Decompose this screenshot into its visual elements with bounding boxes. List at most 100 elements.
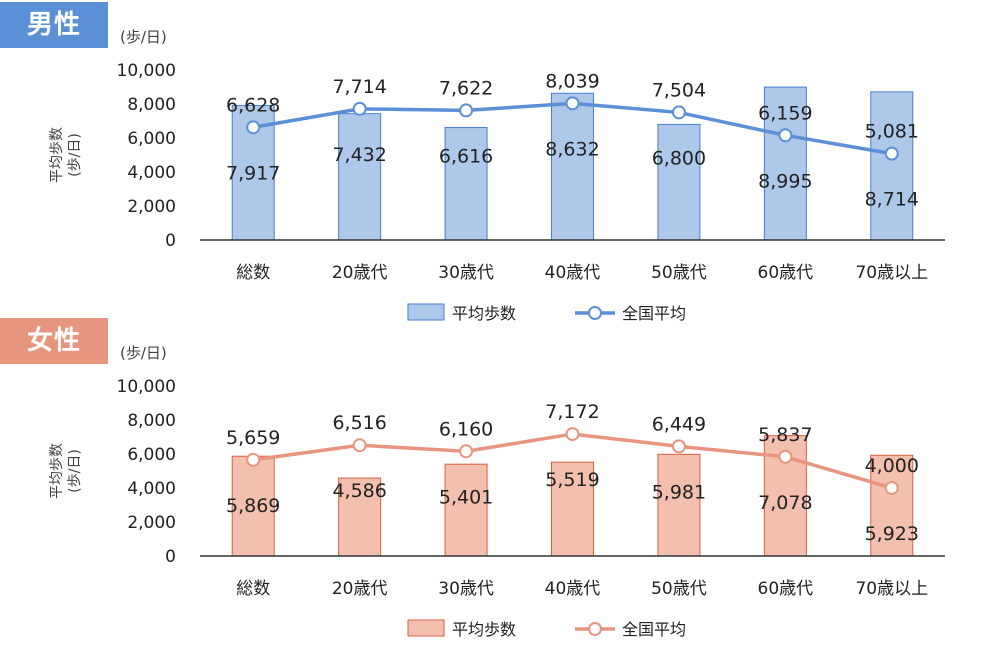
bar <box>338 113 382 241</box>
average-value-label: 5,837 <box>758 424 812 446</box>
average-point <box>778 128 793 143</box>
bar <box>870 91 914 241</box>
y-tick-label: 6,000 <box>127 445 176 465</box>
average-value-label: 6,516 <box>332 412 386 434</box>
female-chart: 02,0004,0006,0008,00010,000平均歩数(歩/日)5,65… <box>49 377 945 639</box>
bar-value-label: 5,519 <box>545 469 599 491</box>
y-axis-title-line1: 平均歩数 <box>49 127 65 183</box>
average-value-label: 7,622 <box>439 77 493 99</box>
bar-value-label: 8,632 <box>545 138 599 160</box>
category-label: 60歳代 <box>758 579 814 599</box>
average-value-label: 4,000 <box>865 455 919 477</box>
average-value-label: 6,449 <box>652 413 706 435</box>
bar <box>657 453 701 557</box>
female-chart-block: 女性 (歩/日) 0 2,000 4,000 6,000 8,000 10,000 平均歩数… <box>0 316 985 642</box>
bar <box>231 455 275 557</box>
average-value-label: 7,504 <box>652 79 706 101</box>
bar <box>763 86 807 241</box>
y-axis-title-line2: (歩/日) <box>67 133 83 177</box>
category-label: 40歳代 <box>545 579 601 599</box>
bar-value-label: 8,714 <box>865 189 919 211</box>
category-label: 総数 <box>236 579 270 599</box>
average-point <box>671 439 686 454</box>
legend-line-label: 全国平均 <box>622 620 686 639</box>
y-tick-label: 4,000 <box>127 163 176 183</box>
average-value-label: 7,172 <box>545 401 599 423</box>
y-tick-label: 0 <box>165 547 176 567</box>
y-tick-label: 4,000 <box>127 479 176 499</box>
bar <box>444 127 488 241</box>
y-tick-label: 6,000 <box>127 129 176 149</box>
category-label: 40歳代 <box>545 263 601 283</box>
category-label: 20歳代 <box>332 263 388 283</box>
category-label: 20歳代 <box>332 579 388 599</box>
category-label: 50歳代 <box>651 579 707 599</box>
bar <box>444 463 488 557</box>
average-point <box>671 105 686 120</box>
average-value-label: 5,081 <box>865 121 919 143</box>
bar-value-label: 6,616 <box>439 145 493 167</box>
average-point <box>884 146 899 161</box>
bar-value-label: 5,869 <box>226 495 280 517</box>
category-label: 70歳以上 <box>855 263 928 283</box>
y-tick-label: 10,000 <box>117 61 176 81</box>
legend-bar-swatch <box>407 619 445 637</box>
y-tick-label: 10,000 <box>117 377 176 397</box>
legend-line-label: 全国平均 <box>622 304 686 323</box>
legend-line-marker <box>588 306 602 320</box>
y-tick-label: 2,000 <box>127 197 176 217</box>
category-label: 70歳以上 <box>855 579 928 599</box>
male-chart-block: 男性 (歩/日) 0 2,000 4,000 6,000 8,000 10,000 平均歩数… <box>0 2 945 323</box>
average-point <box>246 452 261 467</box>
bar-value-label: 7,432 <box>332 144 386 166</box>
average-point <box>459 103 474 118</box>
average-point <box>565 96 580 111</box>
category-label: 50歳代 <box>651 263 707 283</box>
y-axis-title: 平均歩数(歩/日) <box>49 443 83 499</box>
male-title-badge: 男性 <box>0 2 108 48</box>
category-label: 総数 <box>236 263 270 283</box>
female-title-badge: 女性 <box>0 318 108 364</box>
bar <box>551 92 594 241</box>
bar-value-label: 7,078 <box>758 492 812 514</box>
category-label: 30歳代 <box>438 579 494 599</box>
bar-value-label: 5,401 <box>439 486 493 508</box>
bar-value-label: 8,995 <box>758 170 812 192</box>
female-unit-label: (歩/日) <box>120 344 167 362</box>
average-point <box>352 101 367 116</box>
average-value-label: 6,160 <box>439 418 493 440</box>
bar-value-label: 6,800 <box>652 147 706 169</box>
y-axis-title-line2: (歩/日) <box>67 449 83 493</box>
bar <box>657 123 701 241</box>
legend-line-marker <box>588 622 602 636</box>
average-value-label: 8,039 <box>545 70 599 92</box>
average-point <box>778 449 793 464</box>
y-tick-label: 8,000 <box>127 95 176 115</box>
male-chart: 0 2,000 4,000 6,000 8,000 10,000 平均歩数(歩/日) 6,62… <box>49 61 945 323</box>
average-value-label: 7,714 <box>332 76 386 98</box>
average-value-label: 6,628 <box>226 94 280 116</box>
y-tick-label: 2,000 <box>127 513 176 533</box>
average-point <box>884 481 899 495</box>
bar <box>870 454 914 557</box>
y-tick-label: 0 <box>165 231 176 251</box>
average-point <box>565 427 580 442</box>
category-label: 30歳代 <box>438 263 494 283</box>
bar-value-label: 4,586 <box>332 480 386 502</box>
bar <box>551 461 594 557</box>
male-unit-label: (歩/日) <box>120 28 167 46</box>
bar-value-label: 5,981 <box>652 481 706 503</box>
y-axis-title: 平均歩数(歩/日) <box>49 127 83 183</box>
legend-bar-swatch <box>407 303 445 321</box>
bar-value-label: 7,917 <box>226 162 280 184</box>
average-value-label: 5,659 <box>226 427 280 449</box>
average-point <box>459 444 474 459</box>
y-axis-title-line1: 平均歩数 <box>49 443 65 499</box>
legend-bar-label: 平均歩数 <box>452 620 516 639</box>
average-value-label: 6,159 <box>758 102 812 124</box>
y-tick-label: 8,000 <box>127 411 176 431</box>
category-label: 60歳代 <box>758 263 814 283</box>
bar-value-label: 5,923 <box>865 523 919 545</box>
average-point <box>352 438 367 453</box>
average-point <box>246 120 261 135</box>
